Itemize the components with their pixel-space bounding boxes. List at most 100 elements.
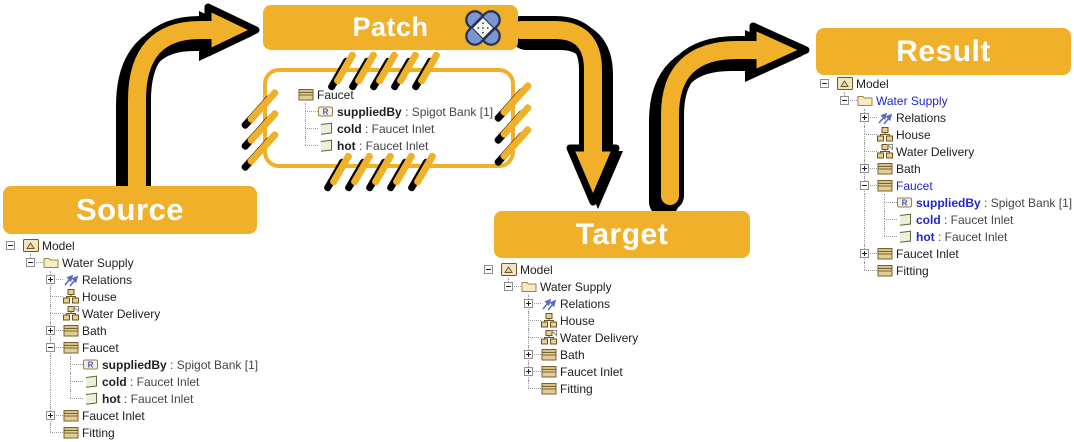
tree-row-model[interactable]: Model	[816, 75, 1074, 92]
target-banner: Target	[494, 211, 750, 258]
collapse-toggle-icon[interactable]	[46, 343, 55, 352]
expand-toggle-icon[interactable]	[524, 367, 533, 376]
tree-row-house[interactable]: House	[2, 288, 264, 305]
tree-row-cold[interactable]: cold : Faucet Inlet	[277, 120, 513, 137]
collapse-toggle-icon[interactable]	[26, 258, 35, 267]
tree-row-house[interactable]: House	[480, 312, 742, 329]
relations-icon	[63, 272, 79, 287]
svg-text:R: R	[902, 198, 908, 207]
tree-row-bath[interactable]: Bath	[2, 322, 264, 339]
tree-row-house[interactable]: House	[816, 126, 1074, 143]
port-icon	[318, 121, 334, 136]
patch-banner-label: Patch	[352, 12, 429, 42]
tree-row-water-supply[interactable]: Water Supply	[816, 92, 1074, 109]
tree-row-water-delivery[interactable]: Water Delivery	[816, 143, 1074, 160]
tree-row-bath[interactable]: Bath	[480, 346, 742, 363]
target-banner-label: Target	[575, 217, 669, 251]
expand-toggle-icon[interactable]	[46, 411, 55, 420]
expand-toggle-icon[interactable]	[860, 113, 869, 122]
tree-row-model[interactable]: Model	[2, 237, 264, 254]
node-label: Faucet Inlet	[560, 365, 623, 379]
tree-row-model[interactable]: Model	[480, 261, 742, 278]
collapse-toggle-icon[interactable]	[820, 79, 829, 88]
tree-row-fitting[interactable]: Fitting	[480, 380, 742, 397]
node-label: Faucet	[82, 341, 119, 355]
tree-row-faucet[interactable]: Faucet	[816, 177, 1074, 194]
folder-icon	[43, 255, 59, 270]
collapse-toggle-icon[interactable]	[504, 282, 513, 291]
model-icon	[837, 76, 853, 91]
tree-row-water-delivery[interactable]: Water Delivery	[2, 305, 264, 322]
tree-row-hot[interactable]: hot : Faucet Inlet	[816, 228, 1074, 245]
expand-toggle-icon[interactable]	[524, 350, 533, 359]
tree-row-relations[interactable]: Relations	[480, 295, 742, 312]
tree-row-bath[interactable]: Bath	[816, 160, 1074, 177]
class-icon	[541, 381, 557, 396]
tree-row-faucet[interactable]: Faucet	[277, 86, 513, 103]
tree-row-hot[interactable]: hot : Faucet Inlet	[277, 137, 513, 154]
class-icon	[877, 178, 893, 193]
component-icon	[63, 289, 79, 304]
reference-icon: R	[83, 357, 99, 372]
node-label: Water Supply	[540, 280, 612, 294]
expand-toggle-icon[interactable]	[46, 326, 55, 335]
svg-text:R: R	[88, 360, 94, 369]
collapse-toggle-icon[interactable]	[484, 265, 493, 274]
expand-toggle-icon[interactable]	[46, 275, 55, 284]
node-label: Bath	[82, 324, 107, 338]
node-label: cold : Faucet Inlet	[337, 122, 435, 136]
node-label: House	[560, 314, 595, 328]
tree-row-relations[interactable]: Relations	[2, 271, 264, 288]
tree-row-faucet-inlet[interactable]: Faucet Inlet	[2, 407, 264, 424]
node-label: Model	[856, 77, 889, 91]
tree-row-faucet-inlet[interactable]: Faucet Inlet	[816, 245, 1074, 262]
node-label: Water Supply	[62, 256, 134, 270]
port-icon	[83, 391, 99, 406]
component-doc-icon	[541, 330, 557, 345]
collapse-toggle-icon[interactable]	[6, 241, 15, 250]
arrow-source-to-patch	[116, 3, 260, 207]
tree-row-water-supply[interactable]: Water Supply	[2, 254, 264, 271]
expand-toggle-icon[interactable]	[860, 164, 869, 173]
collapse-toggle-icon[interactable]	[840, 96, 849, 105]
node-label: cold : Faucet Inlet	[102, 375, 200, 389]
tree-row-cold[interactable]: cold : Faucet Inlet	[816, 211, 1074, 228]
tree-row-water-delivery[interactable]: Water Delivery	[480, 329, 742, 346]
tree-row-hot[interactable]: hot : Faucet Inlet	[2, 390, 264, 407]
node-label: Water Delivery	[560, 331, 639, 345]
node-label: Faucet Inlet	[82, 409, 145, 423]
model-icon	[23, 238, 39, 253]
tree-row-cold[interactable]: cold : Faucet Inlet	[2, 373, 264, 390]
expand-toggle-icon[interactable]	[860, 249, 869, 258]
class-icon	[877, 161, 893, 176]
tree-row-faucet-inlet[interactable]: Faucet Inlet	[480, 363, 742, 380]
tree-row-faucet[interactable]: Faucet	[2, 339, 264, 356]
tree-row-fitting[interactable]: Fitting	[816, 262, 1074, 279]
node-label: hot : Faucet Inlet	[337, 139, 429, 153]
node-label: Model	[42, 239, 75, 253]
tree-row-water-supply[interactable]: Water Supply	[480, 278, 742, 295]
reference-icon: R	[318, 104, 334, 119]
model-icon	[501, 262, 517, 277]
port-icon	[83, 374, 99, 389]
node-label: Relations	[896, 111, 947, 125]
node-label: Relations	[560, 297, 611, 311]
expand-toggle-icon[interactable]	[524, 299, 533, 308]
collapse-toggle-icon[interactable]	[860, 181, 869, 190]
tree-row-relations[interactable]: Relations	[816, 109, 1074, 126]
component-doc-icon	[877, 144, 893, 159]
source-banner-label: Source	[75, 192, 185, 227]
class-icon	[63, 425, 79, 440]
folder-icon	[857, 93, 873, 108]
node-label: Water Supply	[876, 94, 948, 108]
node-label: House	[896, 128, 931, 142]
arrow-target-to-result	[649, 22, 810, 217]
node-label: Faucet	[896, 179, 933, 193]
tree-row-fitting[interactable]: Fitting	[2, 424, 264, 441]
